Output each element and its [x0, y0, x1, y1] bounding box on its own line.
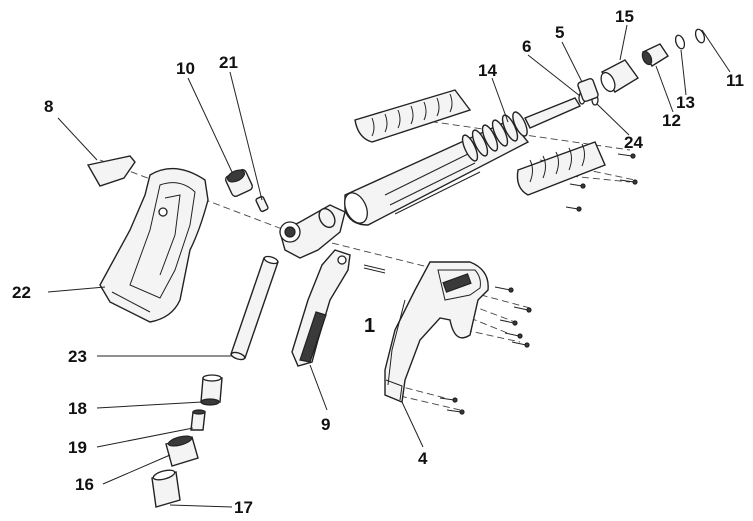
part-12-fitting: [641, 43, 669, 67]
part-5-spacer: [577, 78, 599, 102]
valve-body: [279, 204, 346, 259]
part-23-tube: [230, 255, 279, 361]
callout-24: 24: [624, 133, 643, 152]
part-13-o-ring: [674, 34, 686, 50]
callout-15: 15: [615, 7, 634, 26]
part-19-nipple: [190, 409, 206, 431]
part-17-hose-fitting: [151, 469, 181, 508]
callout-21: 21: [219, 53, 238, 72]
upper-shroud-half: [354, 89, 472, 143]
part-15-nut: [600, 59, 640, 93]
part-11-seal: [694, 28, 706, 44]
callout-8: 8: [44, 97, 53, 116]
pin: [363, 264, 386, 274]
callout-23: 23: [68, 347, 87, 366]
screws: [439, 153, 638, 415]
callout-22: 22: [12, 283, 31, 302]
lower-shroud-half: [516, 141, 606, 196]
callout-5: 5: [555, 23, 564, 42]
part-22-rear-grip: [99, 167, 209, 323]
part-14-barrel: [344, 97, 582, 226]
callout-4: 4: [418, 449, 428, 468]
part-9-trigger: [291, 249, 351, 367]
leader-lines: [47, 24, 731, 508]
callout-19: 19: [68, 438, 87, 457]
callouts: 8 10 21 22 23 18 19 16 17 9 1 4 14 6 5 1…: [12, 7, 744, 517]
callout-14: 14: [478, 61, 497, 80]
callout-1: 1: [364, 315, 375, 337]
part-10-cap: [224, 168, 254, 198]
part-21-stem: [255, 195, 269, 213]
callout-17: 17: [234, 498, 253, 517]
callout-13: 13: [676, 93, 695, 112]
barrel-rings: [461, 111, 528, 162]
callout-16: 16: [75, 475, 94, 494]
part-16-coupling-nut: [165, 435, 199, 467]
callout-12: 12: [662, 111, 681, 130]
callout-9: 9: [321, 415, 330, 434]
part-18-sleeve: [200, 374, 223, 406]
callout-18: 18: [68, 399, 87, 418]
callout-11: 11: [726, 71, 744, 90]
part-4-front-grip: [384, 261, 489, 403]
part-8-plate: [86, 155, 136, 187]
callout-6: 6: [522, 37, 531, 56]
callout-10: 10: [176, 59, 195, 78]
